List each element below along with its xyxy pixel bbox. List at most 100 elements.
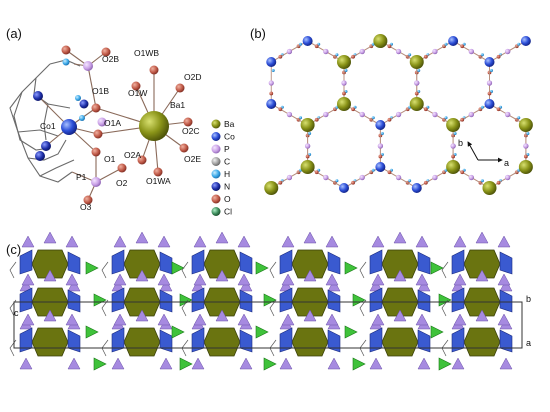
ba-atom (337, 97, 351, 111)
p-tetrahedron (303, 269, 317, 282)
ba-atom (264, 181, 279, 195)
co-polyhedron (159, 251, 173, 275)
h-atom (380, 132, 384, 135)
co-polyhedron (499, 329, 513, 353)
cl-polyhedron (85, 261, 99, 275)
cl-polyhedron (430, 325, 444, 339)
h-atom (271, 69, 275, 72)
o-atom (61, 45, 71, 55)
legend-label-ba: Ba (224, 119, 235, 129)
p-tetrahedron (157, 235, 171, 248)
ba-polyhedron (463, 327, 501, 357)
cl-polyhedron (352, 357, 366, 371)
panel-c: (c) c b a (6, 231, 531, 371)
p-atom (286, 111, 293, 118)
o-atom (387, 170, 392, 175)
label-o1b: O1B (92, 86, 109, 96)
n-atom (79, 99, 89, 109)
co-polyhedron (19, 249, 33, 275)
h-atom (526, 132, 530, 135)
co-polyhedron (159, 329, 173, 353)
p-tetrahedron (67, 279, 81, 292)
p-atom (505, 174, 511, 181)
co-atom (266, 99, 277, 109)
co-polyhedron (369, 287, 383, 313)
p-tetrahedron (65, 313, 79, 326)
p-atom (83, 61, 93, 71)
ba-atom (518, 160, 533, 174)
legend-swatch-p (211, 144, 221, 154)
panel-b-label: (b) (250, 26, 266, 41)
co-polyhedron (327, 289, 341, 313)
p-tetrahedron (417, 279, 431, 292)
h-atom (344, 69, 348, 72)
legend-swatch-n (211, 182, 221, 191)
o-atom (378, 154, 383, 159)
legend-label-p: P (224, 144, 230, 154)
p-tetrahedron (111, 357, 125, 370)
p-tetrahedron (497, 273, 511, 286)
co-atom (375, 120, 386, 130)
o-atom (496, 54, 501, 59)
o-atom (460, 44, 465, 49)
p-tetrahedron (371, 273, 385, 286)
p-tetrahedron (237, 313, 251, 326)
p-tetrahedron (113, 313, 127, 326)
p-atom (359, 48, 365, 55)
p-atom (286, 48, 293, 55)
p-tetrahedron (281, 313, 295, 326)
p-tetrahedron (393, 309, 407, 322)
o-atom (131, 81, 141, 91)
p-atom (359, 174, 365, 181)
o-atom (460, 117, 465, 122)
p-tetrahedron (451, 357, 465, 370)
co-polyhedron (451, 287, 465, 313)
co-polyhedron (327, 251, 341, 275)
p-tetrahedron (499, 279, 513, 292)
ba-atom (409, 55, 424, 69)
h-atom (335, 179, 339, 183)
o-atom (149, 65, 159, 75)
n-atom (33, 91, 43, 101)
o-atom (314, 170, 319, 175)
cl-polyhedron (255, 261, 269, 275)
label-ba1: Ba1 (170, 100, 185, 110)
legend-label-co: Co (224, 132, 235, 142)
h-atom (480, 179, 484, 183)
p-tetrahedron (157, 273, 171, 286)
o-atom (496, 180, 501, 185)
cl-polyhedron (344, 325, 358, 339)
cl-polyhedron (255, 325, 269, 339)
p-atom (323, 111, 329, 118)
o-atom (496, 107, 501, 112)
p-tetrahedron (21, 313, 35, 326)
p-atom (395, 174, 402, 181)
axis-b-label-c: b (526, 294, 531, 304)
cl-polyhedron (179, 293, 193, 307)
legend-label-o: O (224, 194, 231, 204)
p-tetrahedron (135, 309, 149, 322)
p-tetrahedron (65, 273, 79, 286)
p-tetrahedron (281, 235, 295, 248)
label-o1wb: O1WB (134, 48, 159, 58)
h-atom (489, 69, 493, 72)
o-atom (153, 167, 163, 177)
cl-polyhedron (93, 293, 107, 307)
axis-c-label: c (14, 308, 19, 318)
p-atom (414, 80, 420, 86)
label-o2c: O2C (182, 126, 199, 136)
o-atom (117, 163, 127, 173)
co-polyhedron (499, 289, 513, 313)
p-tetrahedron (327, 279, 341, 292)
p-tetrahedron (19, 357, 33, 370)
o-atom (423, 180, 428, 185)
framework-network (264, 34, 533, 195)
ligand-frame (269, 261, 277, 279)
o-atom (523, 154, 528, 159)
co-atom (375, 162, 386, 172)
p-atom (432, 174, 438, 181)
legend-label-n: N (224, 182, 230, 192)
co-atom (61, 119, 77, 135)
p-tetrahedron (475, 231, 489, 244)
